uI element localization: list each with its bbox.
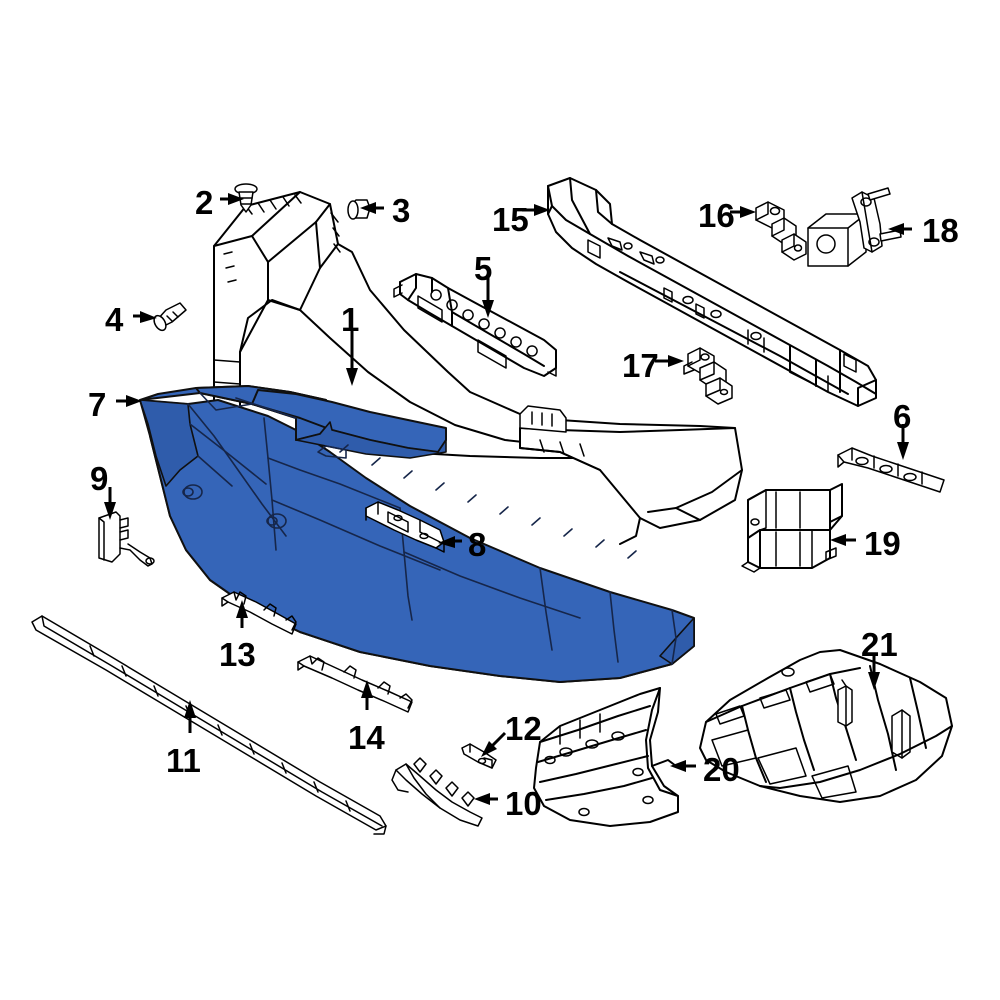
callout-number-6[interactable]: 6 <box>893 398 912 435</box>
part-17-mounting-bracket <box>683 347 733 405</box>
callout-number-3[interactable]: 3 <box>392 192 411 229</box>
callout-number-4[interactable]: 4 <box>105 301 124 338</box>
callout-number-2[interactable]: 2 <box>195 184 214 221</box>
callout-number-14[interactable]: 14 <box>348 719 385 756</box>
callout-number-9[interactable]: 9 <box>90 460 109 497</box>
callout-number-15[interactable]: 15 <box>492 201 529 238</box>
callout-number-18[interactable]: 18 <box>922 212 959 249</box>
part-6-bracket-strip <box>837 447 945 493</box>
callout-number-21[interactable]: 21 <box>861 626 898 663</box>
part-15-reinforcement-beam <box>547 177 877 407</box>
part-12-small-clip <box>461 743 497 769</box>
callout-number-12[interactable]: 12 <box>505 710 542 747</box>
callout-number-17[interactable]: 17 <box>622 347 659 384</box>
leader-lines <box>104 193 912 805</box>
part-11-lower-molding <box>31 615 387 835</box>
part-16-sensor-retainer <box>755 201 807 261</box>
part-13-upper-retainer-rail <box>221 591 297 635</box>
callout-number-5[interactable]: 5 <box>474 250 493 287</box>
part-8-side-bracket <box>365 501 445 553</box>
callout-number-16[interactable]: 16 <box>698 197 735 234</box>
callout-number-10[interactable]: 10 <box>505 785 542 822</box>
callout-number-19[interactable]: 19 <box>864 525 901 562</box>
part-4-screw <box>153 302 187 332</box>
part-21-under-engine-cover <box>699 649 953 803</box>
part-19-side-support <box>741 483 843 573</box>
callout-number-1[interactable]: 1 <box>341 301 360 338</box>
part-9-sensor-bracket <box>98 511 155 567</box>
part-3-push-pin <box>347 199 371 220</box>
part-2-retainer-clip <box>234 183 258 213</box>
callout-number-8[interactable]: 8 <box>468 526 487 563</box>
callout-number-13[interactable]: 13 <box>219 636 256 673</box>
part-20-splash-shield <box>533 687 679 827</box>
callout-number-20[interactable]: 20 <box>703 751 740 788</box>
part-5-bumper-absorber <box>393 273 557 377</box>
part-18-tow-hook-housing <box>807 187 902 267</box>
part-14-lower-retainer-rail <box>297 655 413 713</box>
part-10-lower-spoiler <box>391 757 483 827</box>
callout-number-11[interactable]: 11 <box>166 742 201 779</box>
callout-number-7[interactable]: 7 <box>88 386 107 423</box>
